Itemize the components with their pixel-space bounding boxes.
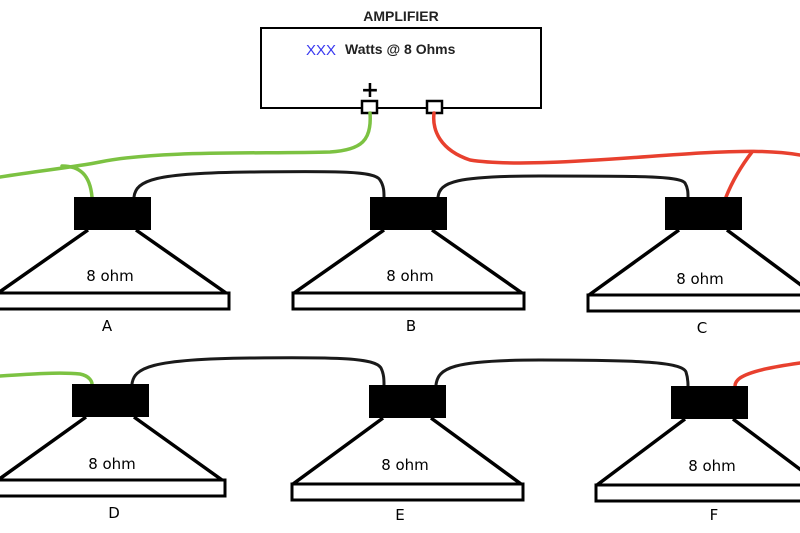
- speaker-letter: A: [102, 317, 113, 335]
- speaker-base: [291, 291, 526, 311]
- negative-terminal: [425, 99, 444, 115]
- speaker-d: 8 ohm D: [0, 384, 227, 522]
- series-wire-e-f: [434, 358, 690, 388]
- speaker-magnet: [369, 385, 446, 418]
- speaker-cone: [0, 228, 228, 295]
- wires: [0, 111, 800, 388]
- speaker-cone: [292, 228, 524, 295]
- speaker-magnet: [72, 384, 149, 417]
- negative-wire-f: [733, 361, 800, 388]
- speakers: 8 ohm A 8 ohm B 8 ohm C 8 ohm D: [0, 197, 800, 524]
- speaker-b: 8 ohm B: [291, 197, 526, 335]
- amplifier: AMPLIFIER XXX Watts @ 8 Ohms +: [260, 8, 542, 115]
- speaker-a: 8 ohm A: [0, 197, 231, 335]
- speaker-letter: D: [108, 504, 120, 522]
- negative-wire-amp-to-c: [431, 111, 800, 165]
- speaker-cone: [587, 228, 800, 297]
- speaker-impedance-label: 8 ohm: [676, 270, 724, 288]
- speaker-magnet: [370, 197, 447, 230]
- series-wire-a-b: [132, 170, 386, 199]
- positive-wire-d: [0, 371, 94, 386]
- speaker-magnet: [671, 386, 748, 419]
- speaker-base: [0, 291, 231, 311]
- negative-wire-branch-c: [724, 150, 754, 199]
- speaker-base: [290, 482, 525, 502]
- series-wire-b-c: [436, 174, 690, 199]
- speaker-f: 8 ohm F: [594, 386, 800, 524]
- speaker-e: 8 ohm E: [290, 385, 525, 524]
- amplifier-box: [260, 27, 542, 109]
- speaker-letter: E: [395, 506, 404, 524]
- speaker-cone: [291, 416, 523, 486]
- speaker-impedance-label: 8 ohm: [381, 456, 429, 474]
- speaker-magnet: [74, 197, 151, 230]
- amplifier-title: AMPLIFIER: [363, 8, 438, 24]
- speaker-impedance-label: 8 ohm: [86, 267, 134, 285]
- speaker-impedance-label: 8 ohm: [386, 267, 434, 285]
- speaker-impedance-label: 8 ohm: [688, 457, 736, 475]
- speaker-magnet: [665, 197, 742, 230]
- speaker-cone: [0, 415, 224, 482]
- speaker-letter: C: [697, 319, 707, 337]
- speaker-base: [0, 478, 227, 498]
- series-wire-d-e: [130, 356, 386, 387]
- positive-symbol: +: [361, 78, 379, 103]
- speaker-cone: [595, 417, 800, 487]
- speaker-impedance-label: 8 ohm: [88, 455, 136, 473]
- positive-wire-amp-to-a: [0, 111, 372, 179]
- speaker-c: 8 ohm C: [586, 197, 800, 337]
- power-rating: Watts @ 8 Ohms: [345, 41, 456, 57]
- positive-wire-branch-a: [60, 164, 94, 199]
- speaker-letter: B: [406, 317, 416, 335]
- speaker-base: [586, 293, 800, 313]
- speaker-letter: F: [710, 506, 719, 524]
- power-placeholder: XXX: [306, 42, 336, 59]
- positive-terminal: [360, 99, 379, 115]
- speaker-base: [594, 483, 800, 503]
